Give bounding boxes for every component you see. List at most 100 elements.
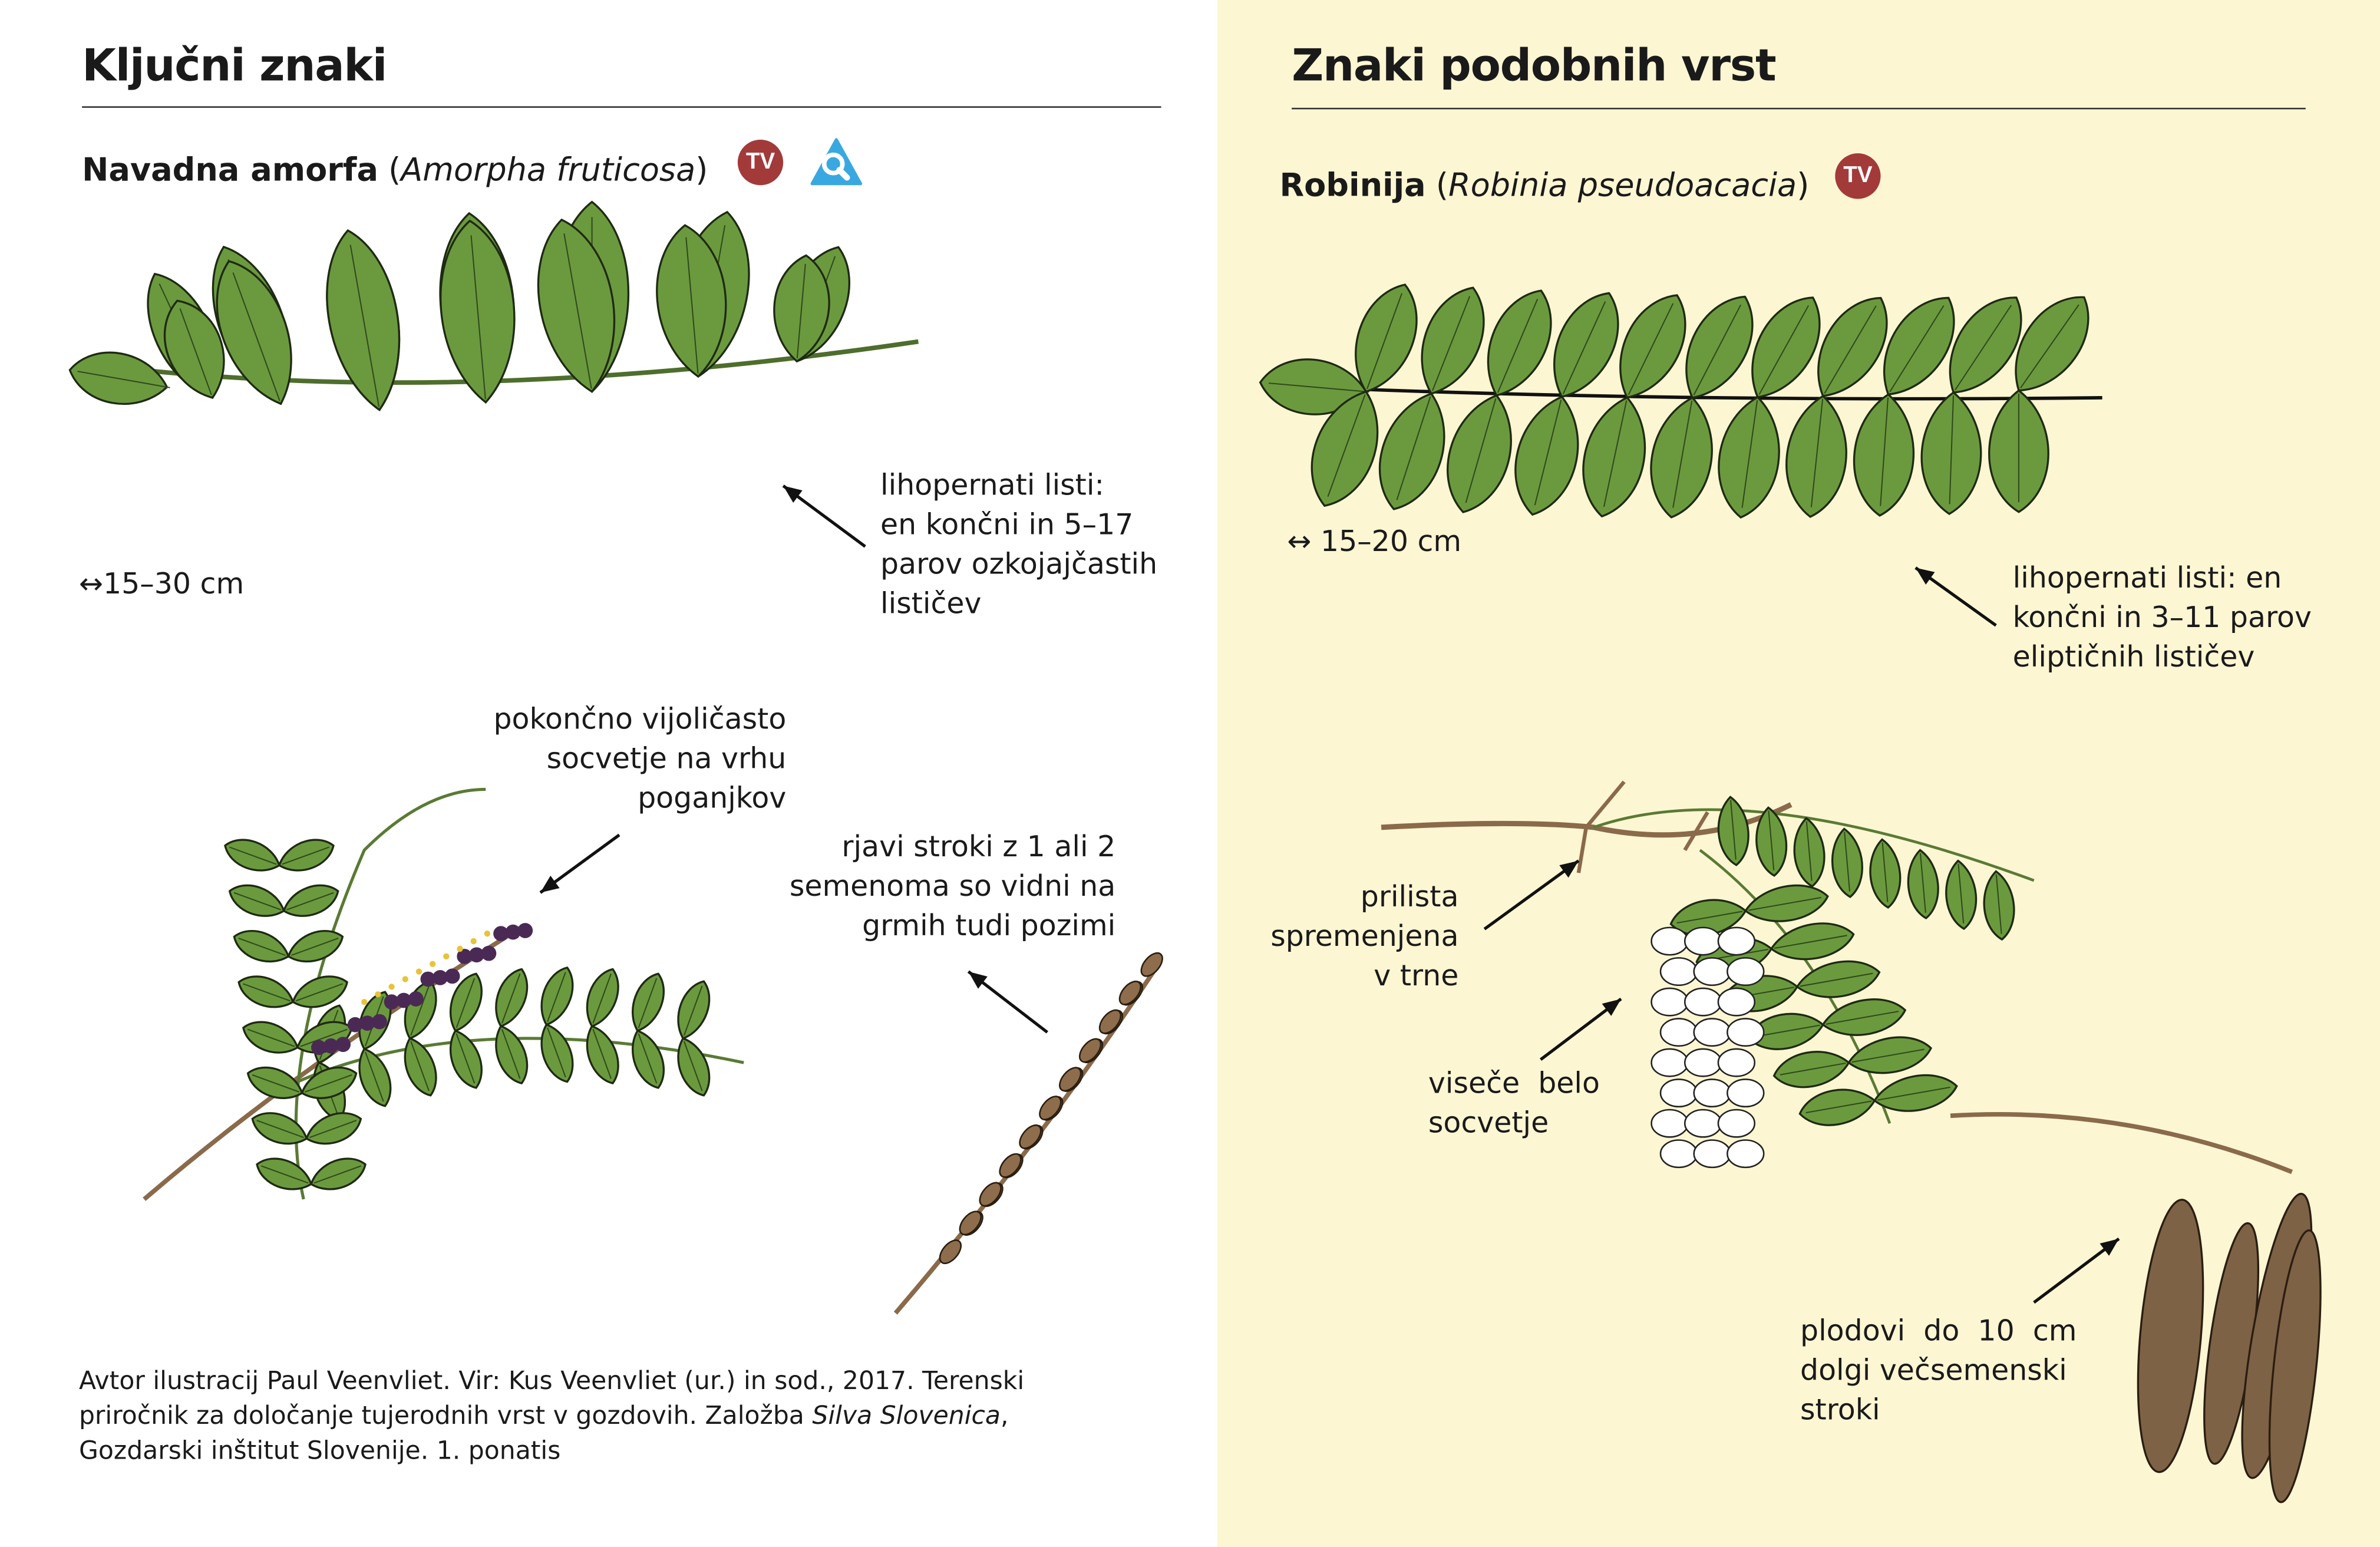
tv-badge: TV <box>1835 153 1881 199</box>
leaflet <box>1831 827 1863 898</box>
anther <box>375 991 381 998</box>
note-line: poganjkov <box>638 781 787 816</box>
white-flower <box>1684 926 1722 956</box>
note-line: rjavi stroki z 1 ali 2 <box>841 830 1116 864</box>
seed-pod <box>1019 1124 1042 1149</box>
white-flower <box>1727 1078 1765 1108</box>
leaflet <box>440 219 516 404</box>
note-line: lihopernati listi: <box>880 469 1104 503</box>
leaflet <box>586 968 619 1028</box>
paren: ( <box>378 151 401 189</box>
leaflet <box>1755 806 1788 877</box>
anther <box>457 945 463 952</box>
common-name: Navadna amorfa <box>82 151 378 189</box>
leaflet <box>449 972 483 1033</box>
leaflet <box>1907 849 1939 920</box>
note-line: parov ozkojajčastih <box>880 547 1158 582</box>
seed-pod <box>1140 952 1163 977</box>
leaflet <box>1650 396 1713 519</box>
fruit-stalk <box>1950 1111 2293 1175</box>
flower-bud <box>481 945 497 961</box>
title-divider <box>82 106 1161 108</box>
leaflet <box>404 1037 437 1097</box>
leaflet <box>773 254 830 363</box>
white-flower <box>1659 957 1698 987</box>
white-flower <box>1717 987 1756 1017</box>
arrowhead <box>1602 998 1622 1016</box>
note-line: viseče belo <box>1428 1067 1600 1101</box>
search-triangle-icon <box>810 138 863 186</box>
title-divider <box>1292 107 2306 110</box>
white-flower <box>1684 1109 1722 1138</box>
arrowhead <box>2100 1238 2119 1256</box>
leaflet <box>310 1157 367 1190</box>
flower-bud <box>408 991 424 1007</box>
note-line: prilista <box>1360 880 1459 914</box>
leaflet <box>1355 283 1418 393</box>
leaflet <box>224 839 280 872</box>
arrowhead <box>968 971 988 989</box>
leaflet <box>1447 394 1512 513</box>
note-line: lihopernati listi: en <box>2012 562 2282 595</box>
flower-bud <box>311 1040 326 1055</box>
leaflet <box>632 1029 665 1089</box>
leaflet <box>1869 838 1902 909</box>
flower-bud <box>335 1037 351 1053</box>
leaflet <box>242 1021 299 1054</box>
note-line: grmih tudi pozimi <box>862 909 1116 943</box>
leaflet <box>1983 870 2015 941</box>
note-line: pokončno vijoličasto <box>493 702 787 737</box>
species-name: Robinija (Robinia pseudoacacia) <box>1279 167 1809 203</box>
leaflet <box>495 968 529 1028</box>
flower-bud <box>347 1017 363 1033</box>
seed-pod <box>1098 1009 1122 1034</box>
leaflet <box>1259 358 1369 415</box>
leaflet <box>1619 294 1686 399</box>
leaflet <box>449 1029 483 1089</box>
leaflet <box>1817 296 1888 397</box>
leaflet <box>228 884 285 917</box>
leaflet <box>495 1025 529 1085</box>
leaflet <box>1744 884 1829 922</box>
leaflet <box>1988 389 2049 513</box>
leaf-stalk <box>1699 849 1892 1124</box>
publisher-name: Silva Slovenica <box>812 1401 1001 1430</box>
flower-bud <box>493 926 509 942</box>
arrowhead <box>1915 568 1935 585</box>
white-flower <box>1693 957 1731 987</box>
white-flower <box>1717 1109 1756 1138</box>
white-flower <box>1659 1078 1698 1108</box>
leaflet <box>540 967 574 1026</box>
leaflet <box>278 839 335 872</box>
leaflet <box>233 930 290 963</box>
paren: ) <box>1797 167 1810 204</box>
seed-pod <box>1059 1067 1082 1092</box>
species-name: Navadna amorfa (Amorpha fruticosa) <box>82 152 708 189</box>
seed-pod <box>1039 1096 1062 1120</box>
leaflet <box>246 1066 303 1099</box>
anther <box>429 961 436 967</box>
leaflet <box>2015 296 2089 392</box>
leaflet <box>68 351 170 405</box>
white-flower <box>1651 1109 1689 1138</box>
leaflet <box>586 1025 619 1085</box>
note-line: v trne <box>1374 959 1459 993</box>
paren: ( <box>1425 167 1449 204</box>
leaflet <box>1847 1036 1933 1074</box>
credit-line: Avtor ilustracij Paul Veenvliet. Vir: Ku… <box>78 1366 1025 1396</box>
leaflet <box>1514 395 1579 516</box>
latin-name: Robinia pseudoacacia <box>1448 167 1797 204</box>
leaflet <box>540 1023 574 1083</box>
leaflet <box>677 1037 711 1097</box>
note-line: eliptičnih lističev <box>2012 641 2255 674</box>
leaflet <box>1669 899 1747 936</box>
flower-bud <box>444 968 460 984</box>
leaflet <box>163 299 225 399</box>
anther <box>470 938 477 945</box>
white-flower <box>1727 1018 1765 1047</box>
paren: ) <box>695 151 708 189</box>
tv-badge: TV <box>737 139 784 186</box>
key-features-title: Ključni znaki <box>82 39 387 91</box>
